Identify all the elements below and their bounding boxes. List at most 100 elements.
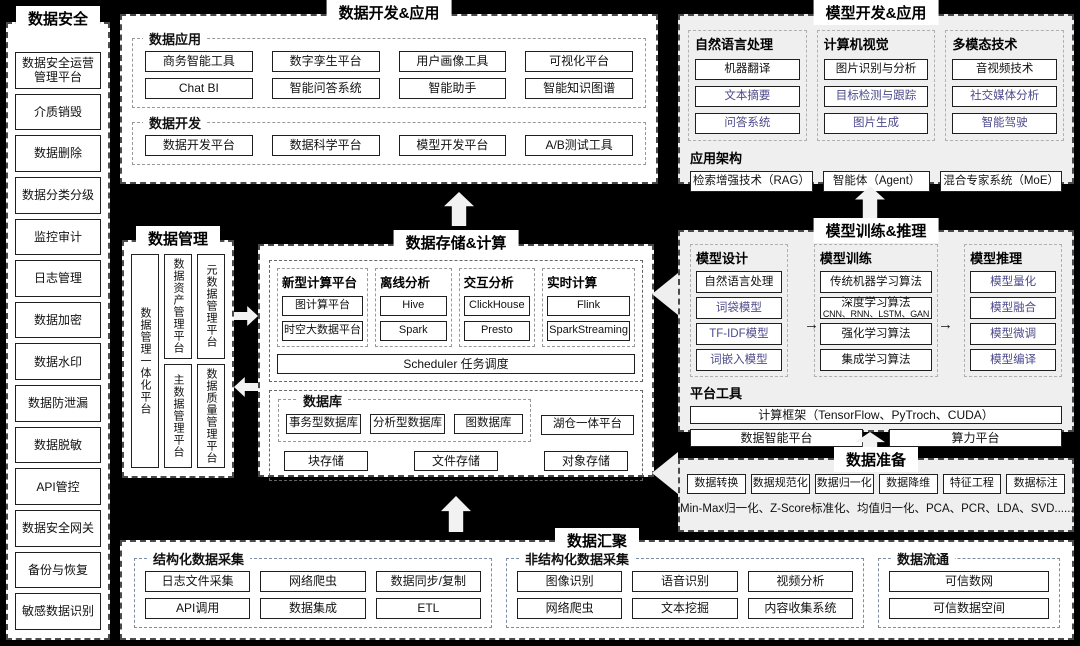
model-inference-node: 模型量化 bbox=[970, 271, 1056, 293]
dev-tool-node: A/B测试工具 bbox=[525, 135, 633, 156]
panel-title-model-dev-application: 模型开发&应用 bbox=[813, 0, 939, 25]
group-platform-tools: 平台工具 计算框架（TensorFlow、PyTroch、CUDA） 数据智能平… bbox=[680, 377, 1072, 447]
app-tool-node: 用户画像工具 bbox=[398, 51, 507, 72]
management-node: 数据质量管理平台 bbox=[197, 363, 225, 468]
group-label: 非结构化数据采集 bbox=[519, 549, 636, 568]
architecture-node: 检索增强技术（RAG） bbox=[690, 171, 813, 192]
model-inference-node: 模型编译 bbox=[970, 349, 1056, 371]
right-arrow-icon: → bbox=[804, 316, 819, 333]
collection-node: 内容收集系统 bbox=[747, 598, 853, 619]
preparation-node: 数据降维 bbox=[878, 474, 938, 494]
preparation-row: 数据转换数据规范化数据归一化数据降维特征工程数据标注 bbox=[680, 460, 1072, 497]
left-arrow-icon bbox=[234, 377, 258, 397]
app-tool-node: 可视化平台 bbox=[525, 51, 633, 72]
model-design-node: TF-IDF模型 bbox=[696, 323, 782, 345]
multimodal-node: 音视频技术 bbox=[952, 59, 1058, 80]
column-label: 多模态技术 bbox=[952, 37, 1018, 52]
security-item: 备份与恢复 bbox=[15, 551, 101, 589]
column-label: 模型推理 bbox=[970, 251, 1023, 266]
unstructured-grid: 图像识别语音识别视频分析网络爬虫文本挖掘内容收集系统 bbox=[517, 571, 853, 619]
management-node: 主数据管理平台 bbox=[164, 363, 192, 468]
management-node: 元数据管理平台 bbox=[197, 254, 225, 359]
column-new-compute: 新型计算平台 图计算平台时空大数据平台 bbox=[277, 268, 368, 347]
preparation-node: 数据转换 bbox=[687, 474, 746, 494]
collection-node: 图像识别 bbox=[517, 571, 623, 592]
dev-tool-node: 模型开发平台 bbox=[398, 135, 507, 156]
model-inference-node: 模型融合 bbox=[970, 297, 1056, 319]
app-tool-node: 商务智能工具 bbox=[145, 51, 253, 72]
node-subtitle: CNN、RNN、LSTM、GAN bbox=[822, 308, 930, 319]
platform-node: 算力平台 bbox=[889, 429, 1062, 447]
database-row: 数据库 事务型数据库分析型数据库图数据库 湖仓一体平台 bbox=[278, 391, 634, 442]
collection-node: 日志文件采集 bbox=[145, 571, 251, 592]
multimodal-node: 智能驾驶 bbox=[952, 113, 1058, 134]
storage-tier-row: 块存储文件存储对象存储 bbox=[284, 451, 628, 471]
collection-node: 数据集成 bbox=[260, 598, 366, 619]
column-label: 新型计算平台 bbox=[282, 276, 358, 290]
column-computer-vision: 计算机视觉 图片识别与分析目标检测与跟踪图片生成 bbox=[816, 30, 936, 141]
scheduler-bar: Scheduler 任务调度 bbox=[277, 354, 635, 374]
column-label: 模型设计 bbox=[696, 251, 749, 266]
group-unstructured-collection: 非结构化数据采集 图像识别语音识别视频分析网络爬虫文本挖掘内容收集系统 bbox=[506, 549, 864, 628]
collection-node: 视频分析 bbox=[747, 571, 853, 592]
collection-node: 语音识别 bbox=[632, 571, 738, 592]
compute-node: ClickHouse bbox=[463, 296, 531, 316]
management-platform-node: 数据管理一体化平台 bbox=[131, 254, 159, 468]
group-label: 数据应用 bbox=[143, 29, 208, 48]
compute-node: Hive bbox=[380, 296, 447, 316]
dev-tool-node: 数据科学平台 bbox=[271, 135, 380, 156]
group-label: 数据开发 bbox=[143, 113, 208, 132]
cv-node: 图片识别与分析 bbox=[823, 59, 929, 80]
security-item: 监控审计 bbox=[15, 218, 101, 256]
security-item: 数据安全网关 bbox=[15, 510, 101, 547]
panel-title-data-storage-compute: 数据存储&计算 bbox=[393, 230, 519, 255]
management-node: 数据资产管理平台 bbox=[164, 254, 192, 359]
compute-node: Spark bbox=[380, 321, 447, 341]
panel-title-data-management: 数据管理 bbox=[135, 226, 221, 251]
security-item: 数据分类分级 bbox=[15, 176, 101, 214]
security-item: API管控 bbox=[15, 468, 101, 506]
platform-node: 数据智能平台 bbox=[690, 429, 863, 447]
security-item: 数据水印 bbox=[15, 343, 101, 381]
nlp-node: 文本摘要 bbox=[695, 86, 800, 107]
circulation-node: 可信数据空间 bbox=[889, 598, 1049, 619]
security-item: 数据防泄漏 bbox=[15, 385, 101, 422]
model-inference-node: 模型微调 bbox=[970, 323, 1056, 345]
circulation-node: 可信数网 bbox=[889, 571, 1049, 592]
group-label: 数据流通 bbox=[891, 549, 956, 568]
model-design-node: 自然语言处理 bbox=[696, 271, 782, 293]
collection-node: 文本挖掘 bbox=[632, 598, 738, 619]
group-label: 数据库 bbox=[297, 391, 349, 410]
panel-title-data-security: 数据安全 bbox=[15, 6, 101, 31]
collection-node: 网络爬虫 bbox=[260, 571, 366, 592]
group-data-circulation: 数据流通 可信数网可信数据空间 bbox=[878, 549, 1060, 628]
platform-row: 数据智能平台 算力平台 bbox=[690, 429, 1062, 447]
column-model-inference: 模型推理 模型量化模型融合模型微调模型编译 bbox=[964, 244, 1062, 377]
model-app-columns: 自然语言处理 机器翻译文本摘要问答系统 计算机视觉 图片识别与分析目标检测与跟踪… bbox=[680, 16, 1072, 141]
compute-node: 时空大数据平台 bbox=[282, 321, 363, 341]
security-item: 数据安全运营管理平台 bbox=[15, 52, 101, 89]
app-tool-node: 数字孪生平台 bbox=[271, 51, 380, 72]
panel-data-management: 数据管理 数据管理一体化平台 数据资产管理平台元数据管理平台主数据管理平台数据质… bbox=[122, 226, 234, 478]
circulation-grid: 可信数网可信数据空间 bbox=[889, 571, 1049, 619]
storage-tier-node: 块存储 bbox=[284, 451, 368, 471]
group-application-architecture: 应用架构 检索增强技术（RAG）智能体（Agent）混合专家系统（MoE） bbox=[680, 141, 1072, 192]
up-arrow-icon bbox=[441, 496, 471, 532]
model-training-node: 集成学习算法 bbox=[819, 349, 933, 371]
panel-title-data-aggregation: 数据汇聚 bbox=[554, 528, 640, 553]
app-tool-node: Chat BI bbox=[145, 78, 253, 99]
cv-node: 目标检测与跟踪 bbox=[823, 86, 929, 107]
